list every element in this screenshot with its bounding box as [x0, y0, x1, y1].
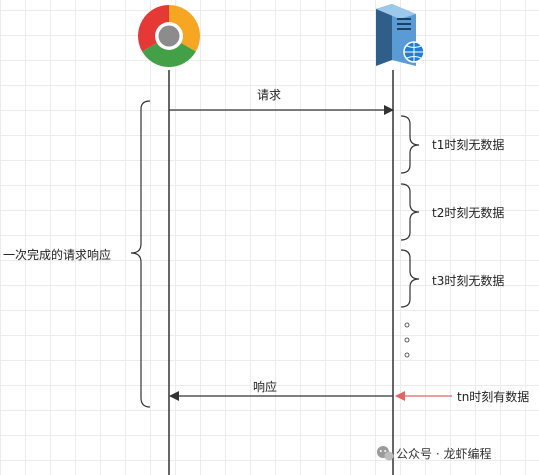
t1-label: t1时刻无数据: [432, 138, 505, 152]
t1-brace: [400, 115, 420, 174]
whole-request-brace: [130, 100, 151, 408]
t2-label: t2时刻无数据: [432, 206, 505, 220]
ellipsis-dot: [404, 352, 410, 358]
wechat-logo-icon: [377, 446, 394, 461]
chrome-browser-icon: [137, 5, 201, 68]
server-globe-icon: [376, 4, 425, 66]
whole-request-label: 一次完成的请求响应: [3, 248, 112, 262]
tn-label: tn时刻有数据: [457, 390, 530, 404]
response-label: 响应: [253, 380, 278, 394]
ellipsis-dot: [404, 322, 410, 328]
ellipsis-dot: [404, 337, 410, 343]
t3-label: t3时刻无数据: [432, 274, 505, 288]
t2-brace: [400, 183, 420, 241]
t3-brace: [400, 249, 420, 308]
watermark-text: 公众号 · 龙虾编程: [396, 447, 492, 461]
request-label: 请求: [257, 88, 282, 102]
